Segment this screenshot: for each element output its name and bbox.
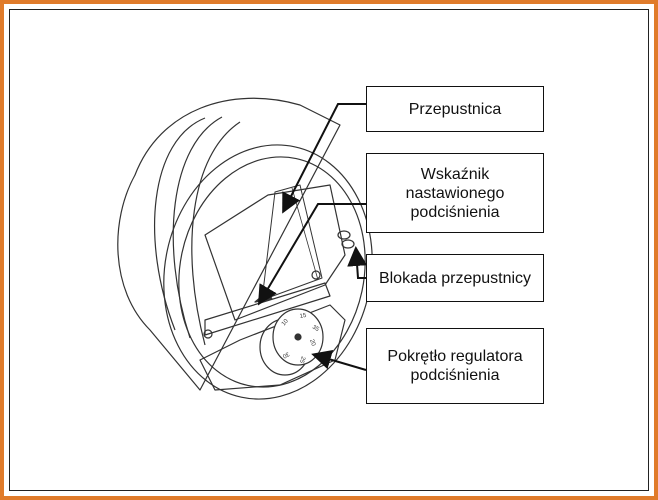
screw-left	[203, 329, 213, 339]
knob-scale-30: 30	[281, 350, 290, 359]
label-damper-lock: Blokada przepustnicy	[366, 254, 544, 302]
damper-plate	[261, 184, 323, 301]
label-vacuum-indicator: Wskaźnik nastawionego podciśnienia	[366, 153, 544, 233]
ring-groove-3	[191, 121, 241, 346]
leader-damper-lock	[347, 246, 368, 279]
damper-inner-line	[291, 187, 319, 281]
label-regulator-knob: Pokrętło regulatora podciśnienia	[366, 328, 544, 404]
leader-vacuum-indicator	[257, 203, 366, 306]
knob-center-mark	[294, 333, 302, 341]
diagram-inner-border	[9, 9, 649, 491]
knob-scale-25: 25	[298, 355, 306, 364]
label-damper: Przepustnica	[366, 86, 544, 132]
leader-regulator-knob	[311, 349, 367, 371]
leader-damper	[282, 103, 366, 214]
cylinder-body	[117, 97, 341, 391]
lock-wing-1	[337, 230, 351, 240]
front-face-inner	[178, 156, 366, 388]
knob-scale-20: 20	[308, 339, 316, 348]
knob-base-plate	[199, 304, 346, 391]
damper-opening	[204, 184, 346, 321]
knob-scale-10: 10	[281, 318, 290, 327]
lock-wing-2	[341, 239, 355, 249]
indicator-bracket	[204, 282, 331, 336]
knob-scale-15: 15	[299, 313, 307, 320]
knob-scale-35: 35	[311, 325, 320, 334]
screw-right	[311, 270, 321, 280]
